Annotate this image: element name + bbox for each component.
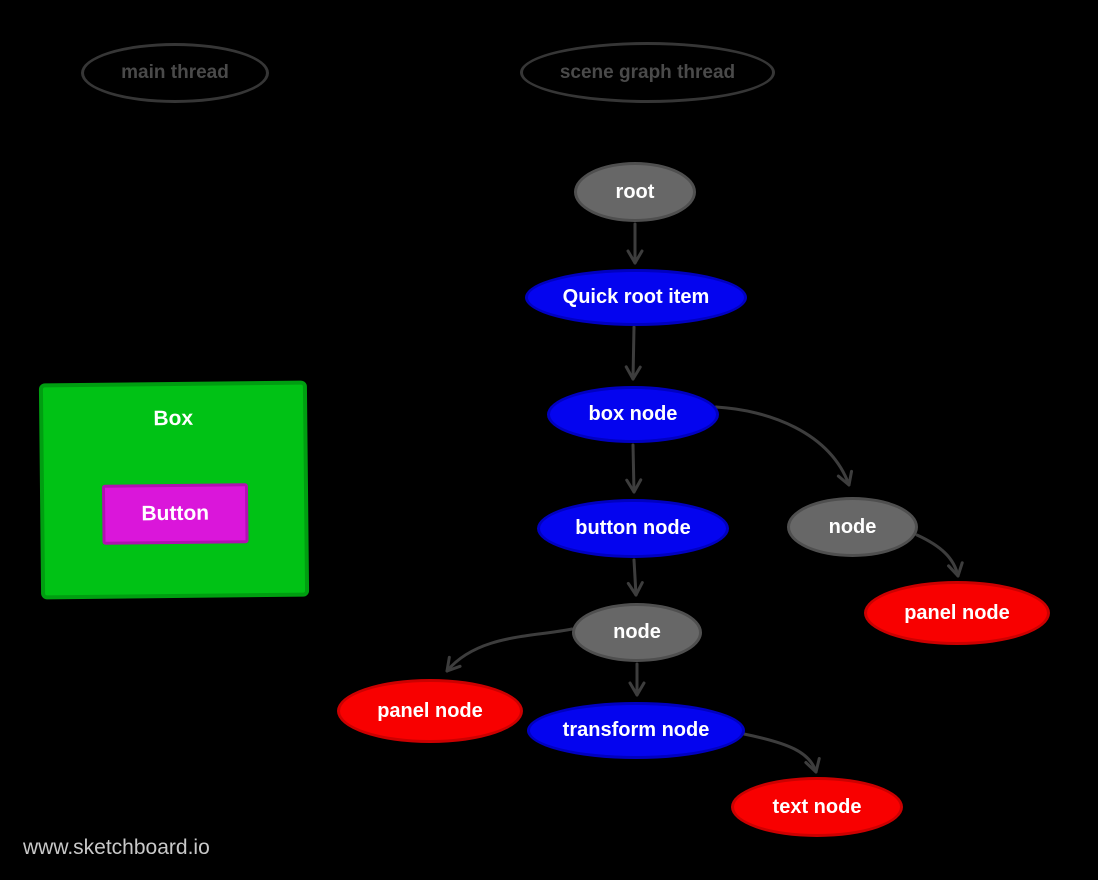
node-right[interactable]: node bbox=[787, 497, 918, 557]
box-shape[interactable]: Box Button bbox=[38, 380, 310, 600]
node-text-node[interactable]: text node bbox=[731, 777, 903, 837]
node-button-node-label: button node bbox=[575, 517, 691, 539]
node-text-node-label: text node bbox=[772, 795, 862, 818]
node-root[interactable]: root bbox=[574, 162, 696, 222]
node-right-label: node bbox=[828, 515, 877, 538]
node-box-node-label: box node bbox=[588, 403, 678, 425]
node-transform-node[interactable]: transform node bbox=[527, 702, 745, 759]
node-under-button-label: node bbox=[613, 621, 661, 643]
button-shape[interactable]: Button bbox=[101, 483, 249, 545]
sketchboard-watermark: www.sketchboard.io bbox=[23, 836, 210, 859]
node-root-label: root bbox=[615, 180, 655, 203]
edge-box-node-to-node-right bbox=[714, 405, 854, 487]
node-panel-node-left-label: panel node bbox=[377, 699, 483, 722]
edge-quick-root-item-to-box-node bbox=[624, 325, 642, 381]
node-quick-root-item[interactable]: Quick root item bbox=[525, 269, 747, 326]
edge-node-to-panel-node-left bbox=[445, 627, 574, 673]
edge-box-node-to-button-node bbox=[625, 443, 643, 494]
node-panel-node-right-label: panel node bbox=[904, 601, 1010, 624]
node-quick-root-item-label: Quick root item bbox=[562, 286, 710, 308]
node-button-node[interactable]: button node bbox=[537, 499, 729, 558]
node-panel-node-left[interactable]: panel node bbox=[337, 679, 523, 743]
scene-graph-thread-label: scene graph thread bbox=[559, 61, 736, 83]
scene-graph-thread-ellipse[interactable]: scene graph thread bbox=[520, 42, 775, 103]
box-label: Box bbox=[153, 406, 194, 431]
button-label: Button bbox=[141, 501, 210, 526]
node-transform-node-label: transform node bbox=[562, 719, 710, 741]
node-panel-node-right[interactable]: panel node bbox=[864, 581, 1050, 645]
edge-button-node-to-node bbox=[626, 558, 644, 597]
node-under-button[interactable]: node bbox=[572, 603, 702, 662]
edge-node-right-to-panel-node-right bbox=[915, 533, 964, 578]
main-thread-ellipse[interactable]: main thread bbox=[81, 43, 269, 103]
main-thread-label: main thread bbox=[121, 62, 229, 83]
node-box-node[interactable]: box node bbox=[547, 386, 719, 443]
edge-transform-node-to-text-node bbox=[742, 732, 821, 774]
